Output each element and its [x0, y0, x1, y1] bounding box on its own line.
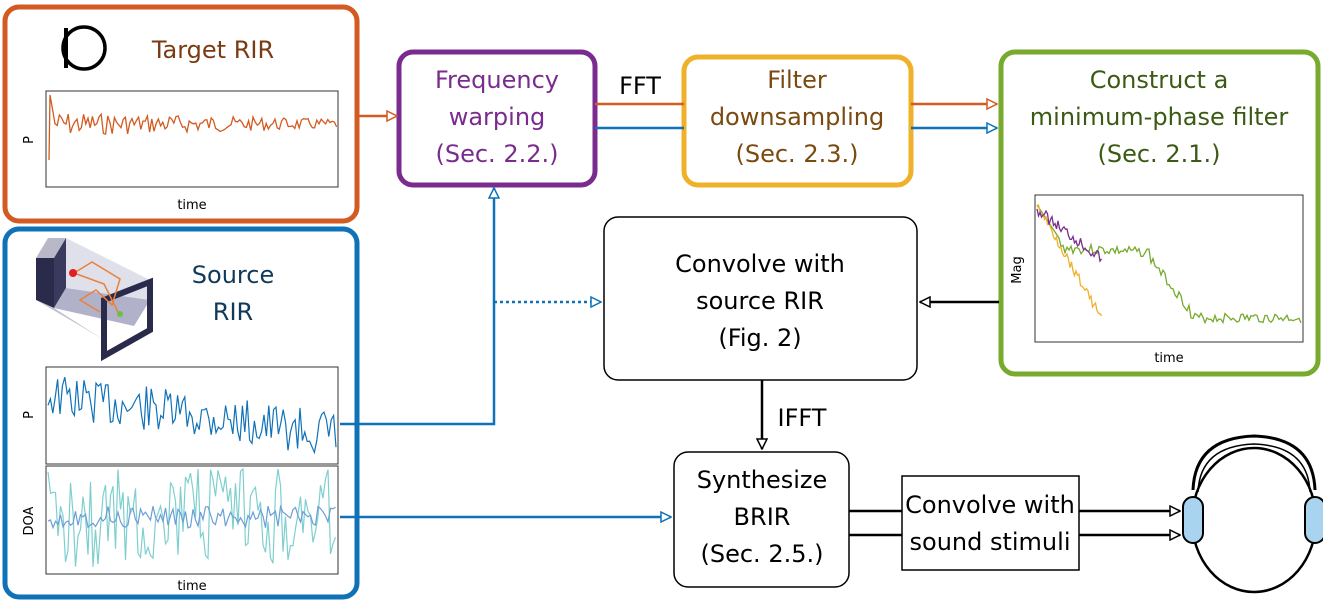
magnitude-curve-purple [1036, 208, 1103, 263]
convolve-source-line2: source RIR [696, 287, 824, 315]
room-reflections-icon [36, 238, 153, 362]
source-rir-title-line2: RIR [213, 298, 253, 326]
convolve-source-line3: (Fig. 2) [718, 324, 801, 352]
source-rir-p-waveform [47, 377, 337, 455]
source-rir-title-line1: Source [192, 261, 274, 289]
source-rir-xlabel: time [177, 579, 206, 594]
frequency-warping-block: Frequency warping (Sec. 2.2.) [396, 49, 598, 188]
filter-downsampling-line3: (Sec. 2.3.) [736, 140, 859, 168]
frequency-warping-line2: warping [449, 103, 546, 131]
filter-downsampling-block: Filter downsampling (Sec. 2.3.) [681, 54, 914, 188]
filter-downsampling-line2: downsampling [710, 103, 884, 131]
ifft-label: IFFT [778, 404, 827, 432]
synthesize-line2: BRIR [734, 503, 791, 531]
convolve-stimuli-line1: Convolve with [905, 491, 1075, 519]
magnitude-curve-yellow [1036, 204, 1103, 317]
convolve-stimuli-line2: sound stimuli [910, 528, 1071, 556]
minimum-phase-line1: Construct a [1090, 66, 1229, 94]
convolve-stimuli-block: Convolve with sound stimuli [901, 475, 1080, 571]
magnitude-curve-green [1036, 204, 1302, 325]
source-rir-p-ylabel: P [22, 411, 37, 419]
target-rir-panel: Target RIR P time [2, 4, 360, 224]
frequency-warping-line3: (Sec. 2.2.) [436, 140, 559, 168]
omnidirectional-pattern-icon [61, 25, 107, 71]
filter-downsampling-line1: Filter [767, 66, 827, 94]
source-rir-doa-ylabel: DOA [22, 506, 37, 535]
minimum-phase-ylabel: Mag [1010, 256, 1025, 283]
minimum-phase-xlabel: time [1154, 351, 1183, 366]
synthesize-line1: Synthesize [697, 466, 828, 494]
minimum-phase-line3: (Sec. 2.1.) [1098, 140, 1221, 168]
convolve-source-line1: Convolve with [675, 250, 845, 278]
fft-label: FFT [619, 72, 661, 100]
convolve-source-block: Convolve with source RIR (Fig. 2) [603, 216, 918, 381]
minimum-phase-line2: minimum-phase filter [1030, 103, 1289, 131]
source-rir-panel: Source RIR P DOA time [2, 226, 360, 600]
arrow-source-to-warping [340, 188, 494, 426]
target-rir-title: Target RIR [151, 36, 274, 64]
headphones-listener-icon [1182, 434, 1323, 594]
target-rir-ylabel: P [22, 136, 37, 144]
target-rir-xlabel: time [177, 198, 206, 213]
frequency-warping-line1: Frequency [435, 66, 559, 94]
source-rir-doa-waveform-teal [47, 467, 337, 567]
target-rir-waveform [48, 94, 338, 161]
synthesize-brir-block: Synthesize BRIR (Sec. 2.5.) [673, 451, 850, 588]
source-rir-doa-waveform-blue [47, 504, 336, 530]
minimum-phase-panel: Construct a minimum-phase filter (Sec. 2… [998, 49, 1321, 377]
synthesize-line3: (Sec. 2.5.) [701, 540, 824, 568]
